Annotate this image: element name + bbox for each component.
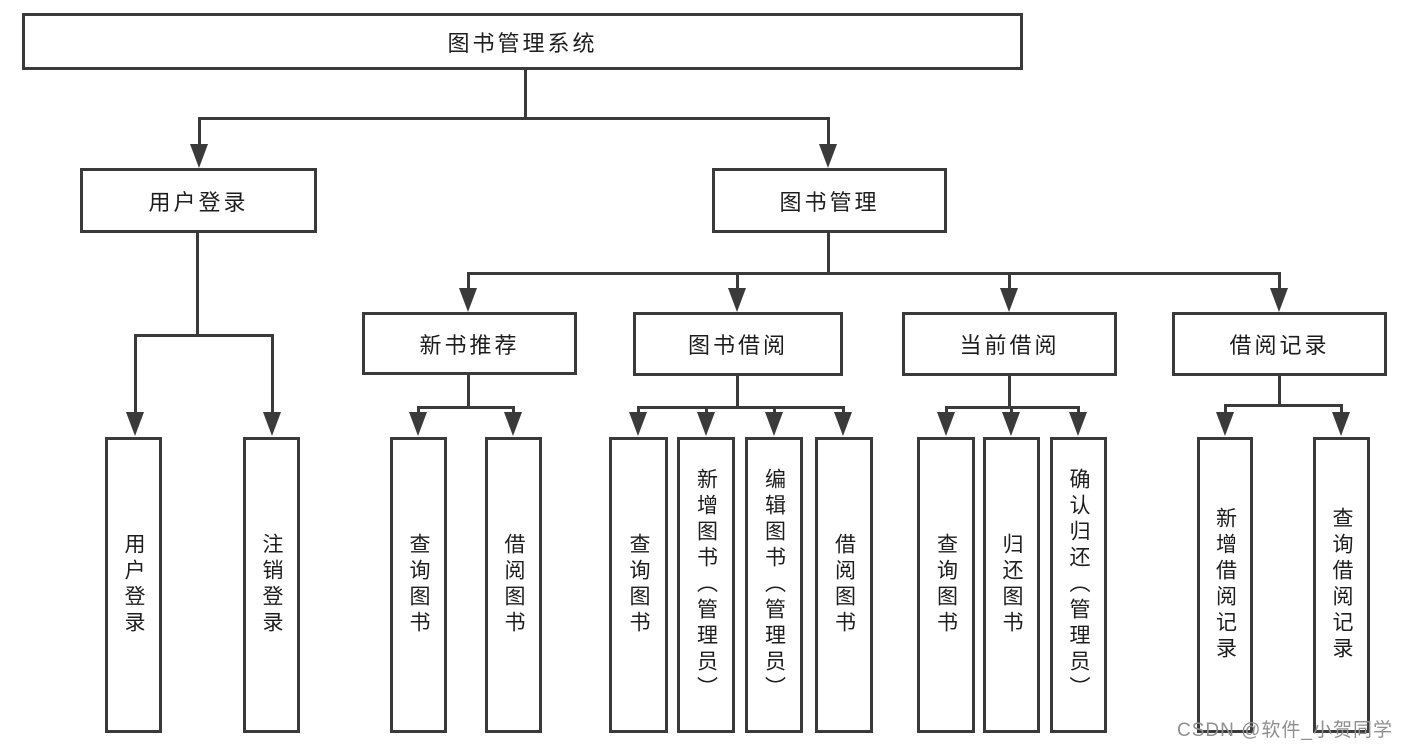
leaf-logout: 注销登录 — [243, 437, 300, 733]
arrow-down-icon — [126, 412, 144, 436]
connector-hline — [134, 334, 274, 337]
connector-vline — [1008, 376, 1011, 408]
connector-vline — [524, 70, 527, 119]
node-book-management-label: 图书管理 — [779, 189, 880, 215]
leaf-recommend-query-books: 查询图书 — [390, 437, 447, 733]
leaf-current-confirm-return-admin: 确认归还（管理员） — [1050, 437, 1107, 733]
leaf-user-login-label: 用户登录 — [122, 533, 145, 637]
arrow-down-icon — [1216, 412, 1234, 436]
node-book-management: 图书管理 — [712, 168, 947, 233]
connector-hline — [417, 406, 515, 409]
leaf-borrow-edit-books-admin-label: 编辑图书（管理员） — [762, 468, 786, 702]
leaf-recommend-query-books-label: 查询图书 — [407, 533, 430, 637]
arrow-down-icon — [1270, 288, 1288, 312]
leaf-recommend-borrow-books-label: 借阅图书 — [502, 533, 525, 637]
node-book-borrow-label: 图书借阅 — [687, 333, 788, 358]
connector-vline — [1278, 376, 1281, 406]
connector-hline — [198, 117, 830, 120]
arrow-down-icon — [1332, 412, 1350, 436]
leaf-current-query-books-label: 查询图书 — [934, 533, 958, 637]
arrow-down-icon — [765, 412, 783, 436]
connector-vline — [1224, 406, 1227, 414]
csdn-watermark: CSDN @软件_小贺同学 — [1177, 720, 1393, 741]
arrow-down-icon — [263, 412, 281, 436]
node-new-book-recommend-label: 新书推荐 — [419, 332, 520, 358]
node-borrow-records: 借阅记录 — [1172, 312, 1387, 376]
connector-vline — [1008, 274, 1011, 290]
arrow-down-icon — [504, 412, 522, 436]
arrow-down-icon — [459, 288, 477, 312]
leaf-records-query-record: 查询借阅记录 — [1313, 437, 1370, 733]
connector-vline — [1340, 406, 1343, 414]
arrow-down-icon — [190, 144, 208, 168]
arrow-down-icon — [1000, 288, 1018, 312]
connector-hline — [1224, 404, 1343, 407]
arrow-down-icon — [409, 412, 427, 436]
connector-vline — [1278, 274, 1281, 290]
connector-vline — [467, 274, 470, 290]
connector-hline — [637, 406, 845, 409]
arrow-down-icon — [1069, 412, 1087, 436]
arrow-down-icon — [819, 144, 837, 168]
connector-vline — [827, 233, 830, 274]
node-borrow-records-label: 借阅记录 — [1229, 333, 1330, 358]
node-library-system: 图书管理系统 — [22, 13, 1023, 70]
node-book-borrow: 图书借阅 — [633, 312, 843, 376]
arrow-down-icon — [834, 412, 852, 436]
leaf-current-confirm-return-admin-label: 确认归还（管理员） — [1067, 468, 1090, 702]
arrow-down-icon — [937, 412, 955, 436]
arrow-down-icon — [1002, 412, 1020, 436]
leaf-records-add-record-label: 新增借阅记录 — [1213, 507, 1237, 663]
leaf-borrow-query-books-label: 查询图书 — [627, 533, 650, 637]
arrow-down-icon — [697, 412, 715, 436]
leaf-records-add-record: 新增借阅记录 — [1197, 437, 1253, 733]
connector-vline — [736, 274, 739, 290]
leaf-borrow-query-books: 查询图书 — [609, 437, 668, 733]
node-current-borrow: 当前借阅 — [902, 312, 1117, 376]
leaf-recommend-borrow-books: 借阅图书 — [485, 437, 542, 733]
node-library-system-label: 图书管理系统 — [447, 30, 598, 56]
leaf-current-query-books: 查询图书 — [917, 437, 975, 733]
leaf-borrow-borrow-books: 借阅图书 — [815, 437, 873, 733]
leaf-borrow-edit-books-admin: 编辑图书（管理员） — [745, 437, 803, 733]
leaf-current-return-books: 归还图书 — [983, 437, 1040, 733]
leaf-records-query-record-label: 查询借阅记录 — [1330, 507, 1353, 663]
connector-vline — [196, 233, 199, 336]
node-current-borrow-label: 当前借阅 — [959, 333, 1060, 358]
connector-vline — [827, 118, 830, 146]
leaf-user-login: 用户登录 — [105, 437, 162, 733]
connector-vline — [134, 336, 137, 414]
connector-vline — [271, 336, 274, 414]
leaf-current-return-books-label: 归还图书 — [1000, 533, 1023, 637]
node-user-login: 用户登录 — [80, 168, 317, 233]
connector-vline — [198, 118, 201, 146]
connector-hline — [467, 272, 1281, 275]
arrow-down-icon — [728, 288, 746, 312]
connector-vline — [467, 375, 470, 408]
leaf-borrow-add-books-admin: 新增图书（管理员） — [677, 437, 735, 733]
node-new-book-recommend: 新书推荐 — [362, 312, 577, 375]
leaf-borrow-borrow-books-label: 借阅图书 — [832, 533, 856, 637]
node-user-login-label: 用户登录 — [148, 189, 249, 215]
connector-vline — [736, 376, 739, 408]
arrow-down-icon — [629, 412, 647, 436]
leaf-logout-label: 注销登录 — [260, 533, 283, 637]
leaf-borrow-add-books-admin-label: 新增图书（管理员） — [694, 468, 718, 702]
connector-hline — [945, 406, 1080, 409]
